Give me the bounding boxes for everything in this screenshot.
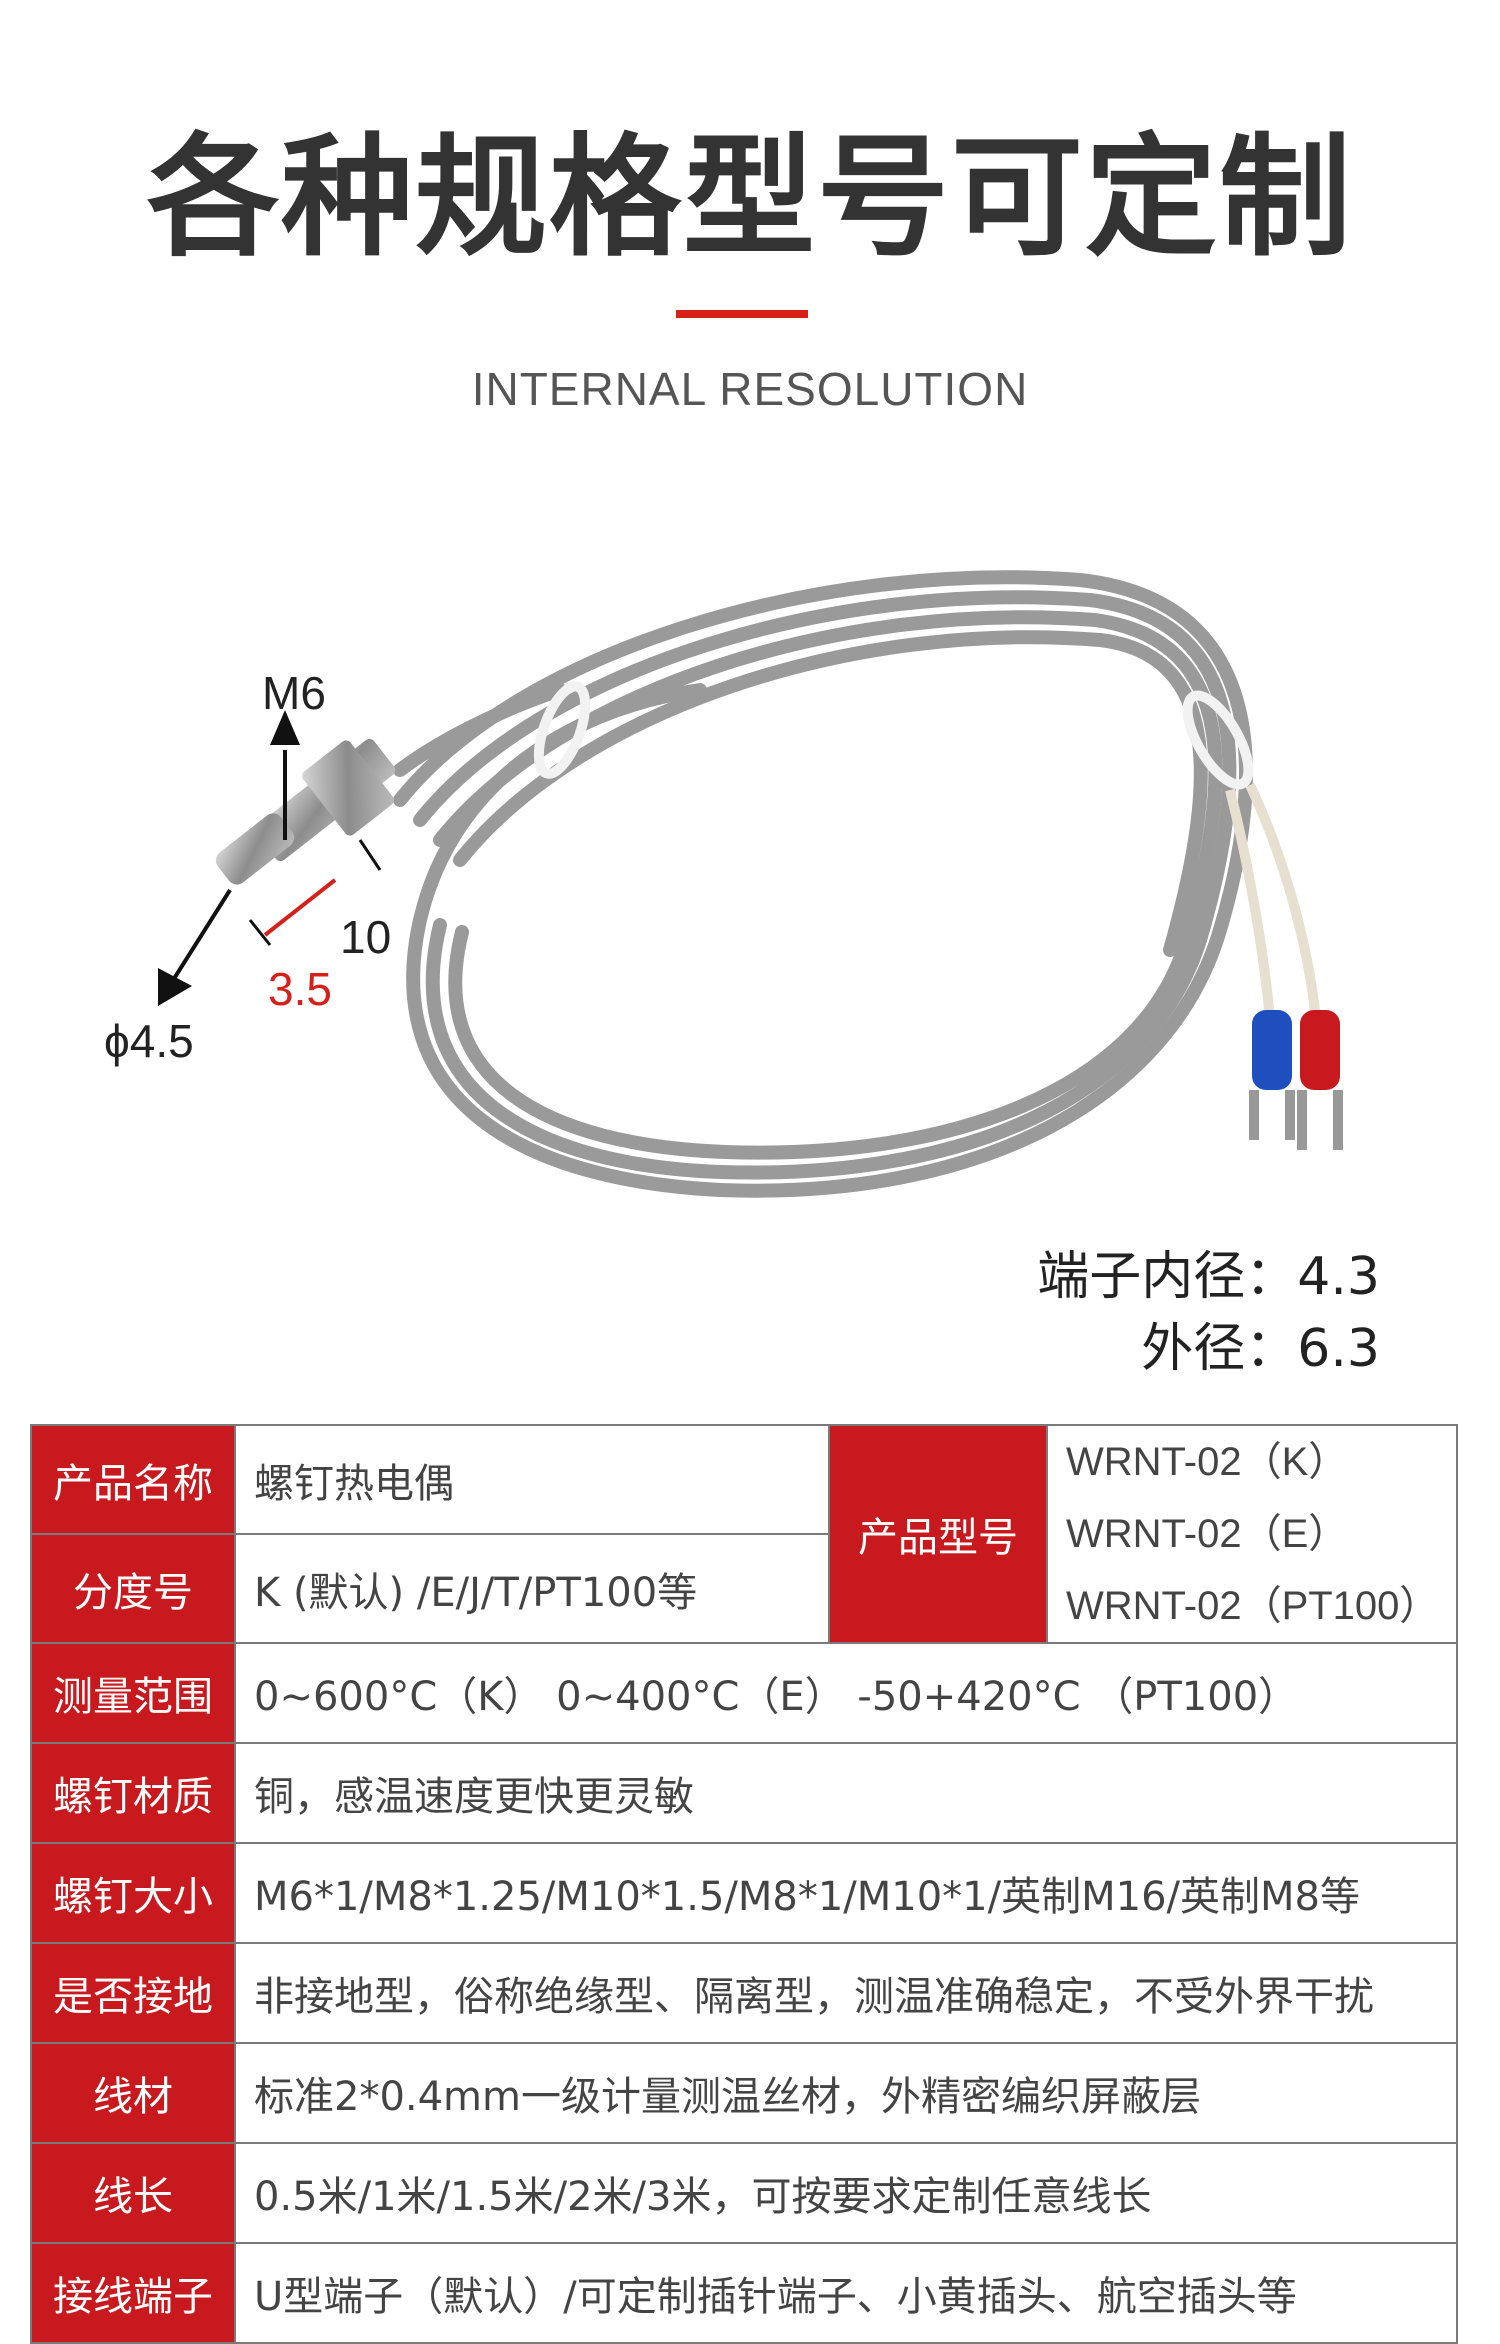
length-label: 10 xyxy=(340,911,392,963)
model-header: 产品型号 xyxy=(828,1424,1048,1644)
product-illustration: M6 10 3.5 ϕ4.5 端子内径：4.3 外径：6.3 xyxy=(0,540,1500,1400)
red-terminal xyxy=(1297,1010,1343,1150)
row-value: M6*1/M8*1.25/M10*1.5/M8*1/M10*1/英制M16/英制… xyxy=(234,1842,1458,1944)
row-value: 0.5米/1米/1.5米/2米/3米，可按要求定制任意线长 xyxy=(234,2142,1458,2244)
row-value: 非接地型，俗称绝缘型、隔离型，测温准确稳定，不受外界干扰 xyxy=(234,1942,1458,2044)
row-label: 线材 xyxy=(30,2042,236,2144)
model-item: WRNT-02（K） xyxy=(1066,1440,1349,1484)
page-subtitle: INTERNAL RESOLUTION xyxy=(471,363,1029,415)
row-label: 分度号 xyxy=(30,1533,236,1644)
table-row: 线长 0.5米/1米/1.5米/2米/3米，可按要求定制任意线长 xyxy=(30,2142,1458,2244)
page-title: 各种规格型号可定制 xyxy=(147,121,1353,275)
table-row: 线材 标准2*0.4mm一级计量测温丝材，外精密编织屏蔽层 xyxy=(30,2042,1458,2144)
tip-length-label: 3.5 xyxy=(268,963,332,1015)
table-row: 接线端子 U型端子（默认）/可定制插针端子、小黄插头、航空插头等 xyxy=(30,2242,1458,2344)
table-row: 螺钉大小 M6*1/M8*1.25/M10*1.5/M8*1/M10*1/英制M… xyxy=(30,1842,1458,1944)
row-label: 产品名称 xyxy=(30,1424,236,1535)
table-row: 螺钉材质 铜，感温速度更快更灵敏 xyxy=(30,1742,1458,1844)
blue-terminal xyxy=(1249,1010,1295,1140)
model-item: WRNT-02（PT100） xyxy=(1066,1584,1440,1628)
table-row: 是否接地 非接地型，俗称绝缘型、隔离型，测温准确稳定，不受外界干扰 xyxy=(30,1942,1458,2044)
row-value: 螺钉热电偶 xyxy=(234,1424,830,1535)
row-value: 0~600°C（K） 0~400°C（E） -50+420°C （PT100） xyxy=(234,1642,1458,1744)
row-value: 铜，感温速度更快更灵敏 xyxy=(234,1742,1458,1844)
row-label: 测量范围 xyxy=(30,1642,236,1744)
diameter-label: ϕ4.5 xyxy=(104,1015,194,1067)
thermocouple-probe-image xyxy=(158,570,1343,1198)
table-row: 分度号 K (默认) /E/J/T/PT100等 xyxy=(30,1533,1457,1644)
table-row: 产品名称 螺钉热电偶 产品型号 WRNT-02（K） WRNT-02（E） WR… xyxy=(30,1424,1458,1644)
row-label: 接线端子 xyxy=(30,2242,236,2344)
cable-coil xyxy=(393,570,1253,1198)
spec-table: 产品名称 螺钉热电偶 产品型号 WRNT-02（K） WRNT-02（E） WR… xyxy=(30,1424,1458,2344)
row-value: K (默认) /E/J/T/PT100等 xyxy=(234,1533,830,1644)
row-label: 是否接地 xyxy=(30,1942,236,2044)
model-item: WRNT-02（E） xyxy=(1066,1512,1349,1556)
table-row: 测量范围 0~600°C（K） 0~400°C（E） -50+420°C （PT… xyxy=(30,1642,1458,1744)
title-divider xyxy=(676,310,808,318)
row-label: 螺钉大小 xyxy=(30,1842,236,1944)
model-list: WRNT-02（K） WRNT-02（E） WRNT-02（PT100） xyxy=(1046,1424,1458,1644)
thread-size-label: M6 xyxy=(262,667,326,719)
row-label: 线长 xyxy=(30,2142,236,2244)
terminal-outer-diameter: 外径：6.3 xyxy=(1141,1319,1380,1379)
row-label: 螺钉材质 xyxy=(30,1742,236,1844)
row-value: U型端子（默认）/可定制插针端子、小黄插头、航空插头等 xyxy=(234,2242,1458,2344)
row-value: 标准2*0.4mm一级计量测温丝材，外精密编织屏蔽层 xyxy=(234,2042,1458,2144)
terminal-inner-diameter: 端子内径：4.3 xyxy=(1037,1247,1380,1307)
probe-screw xyxy=(215,738,396,885)
